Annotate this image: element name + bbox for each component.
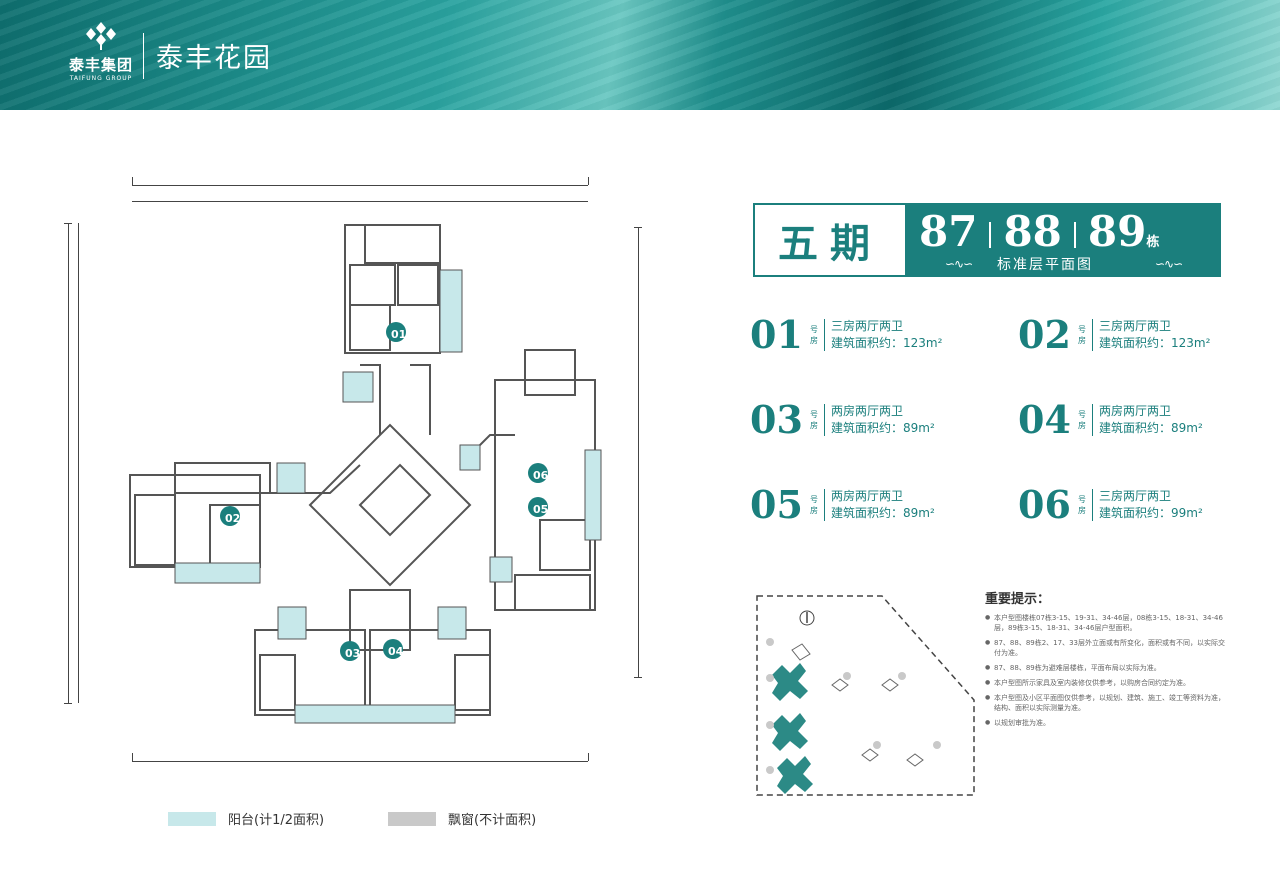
plan-label-05: 05: [533, 503, 549, 516]
legend-label: 阳台(计1/2面积): [228, 813, 325, 828]
unit-info-01: 01 号房 三房两厅两卫建筑面积约：123m²: [750, 312, 943, 357]
note-item: 本户型图楼栋07栋3-15、19-31、34-46层，08栋3-15、18-31…: [985, 613, 1225, 633]
unit-layout: 两房两厅两卫: [831, 403, 904, 418]
top-dimension-line-2: [132, 201, 588, 202]
unit-layout: 三房两厅两卫: [1099, 488, 1172, 503]
unit-number: 01: [750, 312, 803, 357]
building-87: 87: [919, 207, 978, 256]
unit-layout: 两房两厅两卫: [831, 488, 904, 503]
unit-number: 04: [1018, 397, 1071, 442]
unit-info-03: 03 号房 两房两厅两卫建筑面积约：89m²: [750, 397, 935, 442]
logo-text: 泰丰集团: [68, 56, 133, 74]
unit-area: 建筑面积约：99m²: [1099, 505, 1203, 520]
unit-layout: 三房两厅两卫: [831, 318, 904, 333]
title-box: 五期 87 88 89栋 ∽∿∽ 标准层平面图 ∽∿∽: [753, 203, 1221, 277]
left-dimension-line: [68, 223, 69, 703]
unit-area: 建筑面积约：123m²: [831, 335, 943, 350]
legend-bay-window: 飘窗(不计面积): [388, 809, 536, 828]
plan-label-04: 04: [388, 645, 404, 658]
unit-info-02: 02 号房 三房两厅两卫建筑面积约：123m²: [1018, 312, 1211, 357]
company-logo: 泰丰集团 TAIFUNG GROUP: [56, 20, 146, 82]
plan-label-01: 01: [391, 328, 407, 341]
right-dimension-line: [638, 227, 639, 677]
logo-divider: [143, 33, 144, 79]
bottom-dimension-line: [132, 761, 588, 762]
building-unit: 栋: [1146, 235, 1160, 250]
floor-plan: 01 02 03 04 05 06: [60, 165, 650, 785]
plan-drawing: [129, 224, 602, 724]
unit-area: 建筑面积约：89m²: [1099, 420, 1203, 435]
note-item: 87、88、89栋为避难层楼栋，平面布局以实际为准。: [985, 663, 1225, 673]
unit-area: 建筑面积约：89m²: [831, 420, 935, 435]
building-title: 87 88 89栋 ∽∿∽ 标准层平面图 ∽∿∽: [905, 205, 1219, 275]
note-item: 本户型图所示家具及室内装修仅供参考，以购房合同约定为准。: [985, 678, 1225, 688]
unit-info-06: 06 号房 三房两厅两卫建筑面积约：99m²: [1018, 482, 1203, 527]
legend-label: 飘窗(不计面积): [448, 813, 537, 828]
plan-label-02: 02: [225, 512, 241, 525]
building-89: 89: [1087, 207, 1147, 256]
plan-label-03: 03: [345, 647, 361, 660]
project-name: 泰丰花园: [156, 43, 272, 74]
unit-number: 05: [750, 482, 803, 527]
legend-balcony: 阳台(计1/2面积): [168, 809, 324, 828]
unit-layout: 三房两厅两卫: [1099, 318, 1172, 333]
plan-label-06: 06: [533, 469, 549, 482]
building-88: 88: [1003, 207, 1062, 256]
plan-title: 标准层平面图: [997, 257, 1093, 273]
unit-number: 06: [1018, 482, 1071, 527]
notes-title: 重要提示：: [985, 592, 1051, 607]
ornament-left-icon: ∽∿∽: [945, 257, 973, 271]
important-notes: 重要提示： 本户型图楼栋07栋3-15、19-31、34-46层，08栋3-15…: [985, 588, 1225, 803]
top-dimension-line: [132, 185, 588, 186]
site-plan: [756, 595, 975, 796]
unit-number: 03: [750, 397, 803, 442]
header-banner: [0, 0, 1280, 110]
logo-subtext: TAIFUNG GROUP: [69, 75, 133, 82]
leaf-logo-icon: [86, 22, 116, 50]
phase-title: 五期: [778, 220, 882, 267]
balcony-swatch: [168, 811, 216, 826]
note-item: 本户型图及小区平面图仅供参考，以规划、建筑、施工、竣工等资料为准，结构、面积以实…: [985, 693, 1225, 713]
unit-info-05: 05 号房 两房两厅两卫建筑面积约：89m²: [750, 482, 935, 527]
unit-info-04: 04 号房 两房两厅两卫建筑面积约：89m²: [1018, 397, 1203, 442]
note-item: 以规划审批为准。: [985, 718, 1225, 728]
unit-layout: 两房两厅两卫: [1099, 403, 1172, 418]
unit-area: 建筑面积约：89m²: [831, 505, 935, 520]
building-numbers: 87 88 89栋: [919, 207, 1159, 256]
unit-area: 建筑面积约：123m²: [1099, 335, 1211, 350]
ornament-right-icon: ∽∿∽: [1155, 257, 1183, 271]
bay-window-swatch: [388, 811, 436, 826]
note-item: 87、88、89栋2、17、33层外立面或有所变化，面积或有不同，以实际交付为准…: [985, 638, 1225, 658]
unit-number: 02: [1018, 312, 1071, 357]
